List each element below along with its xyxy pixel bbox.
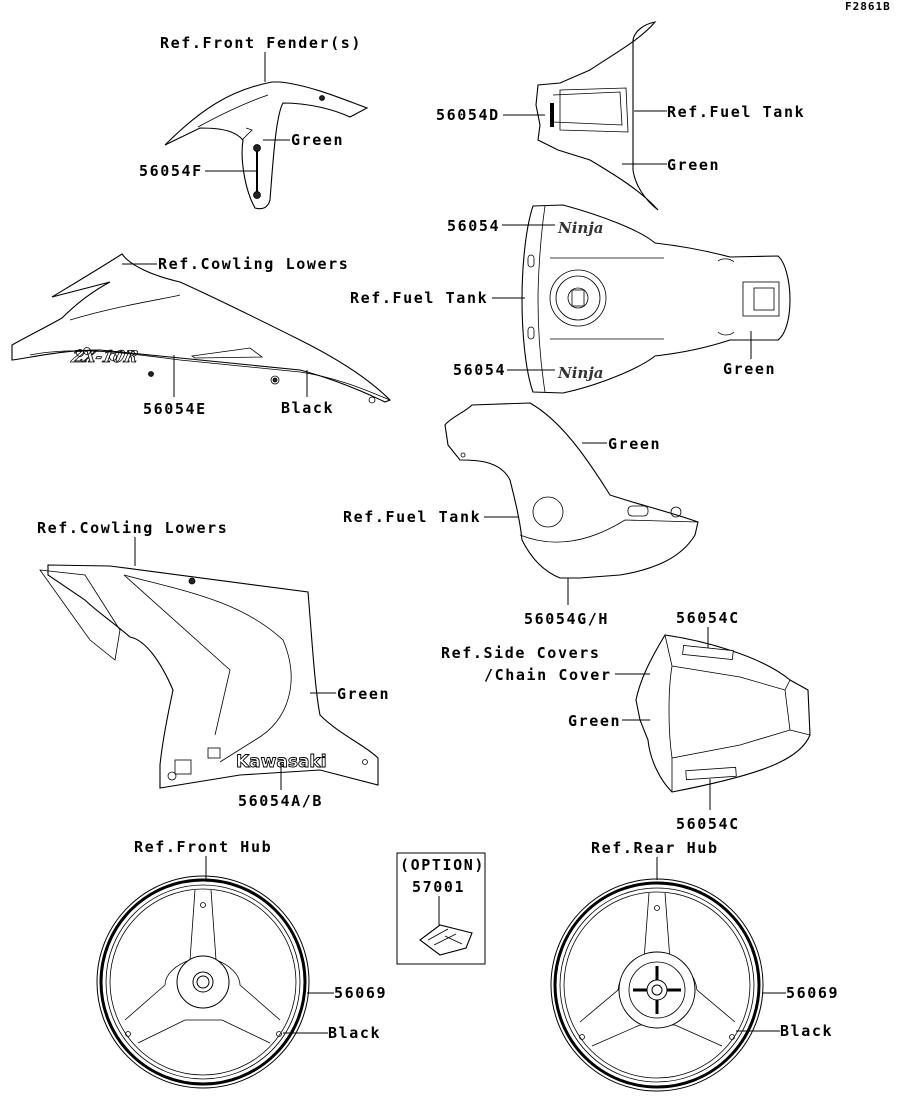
side-covers-group: 56054C Ref.Side Covers /Chain Cover Gree… bbox=[441, 609, 811, 833]
front-fender-ref-label: Ref.Front Fender(s) bbox=[160, 34, 362, 52]
front-wheel-ref-label: Ref.Front Hub bbox=[134, 838, 272, 856]
rear-wheel-color-label: Black bbox=[780, 1022, 833, 1040]
front-fender-color-label: Green bbox=[291, 131, 344, 149]
upper-cowling-drawing: ZX-10R bbox=[11, 253, 391, 404]
lower-cowling-drawing: Kawasaki bbox=[39, 564, 379, 789]
fuel-tank-side-part-label: 56054G/H bbox=[524, 610, 609, 628]
fuel-tank-top-drawing: Ninja Ninja bbox=[521, 204, 791, 394]
fuel-tank-cover-color-label: Green bbox=[667, 156, 720, 174]
ninja-emblem-bottom: Ninja bbox=[557, 364, 603, 382]
fuel-tank-cover-part-label: 56054D bbox=[436, 106, 500, 124]
rear-wheel-group: Ref.Rear Hub 56069 Black bbox=[550, 839, 839, 1092]
front-fender-group: Ref.Front Fender(s) Green 56054F bbox=[139, 34, 369, 210]
front-wheel-part-label: 56069 bbox=[334, 984, 387, 1002]
fuel-tank-cover-drawing bbox=[535, 21, 659, 211]
option-title: (OPTION) bbox=[400, 856, 485, 874]
fuel-tank-side-ref-label: Ref.Fuel Tank bbox=[343, 508, 481, 526]
lower-cowling-color-label: Green bbox=[337, 685, 390, 703]
side-covers-ref-label-line2: /Chain Cover bbox=[484, 666, 612, 684]
side-covers-part-label-lower: 56054C bbox=[676, 815, 740, 833]
fuel-tank-top-part-label-lower: 56054 bbox=[453, 361, 506, 379]
fuel-tank-top-ref-label: Ref.Fuel Tank bbox=[350, 289, 488, 307]
fuel-tank-cover-group: 56054D Ref.Fuel Tank Green bbox=[436, 21, 805, 211]
option-part-label: 57001 bbox=[412, 878, 465, 896]
side-covers-drawing bbox=[635, 634, 811, 793]
rear-wheel-part-label: 56069 bbox=[786, 984, 839, 1002]
side-covers-ref-label-line1: Ref.Side Covers bbox=[441, 644, 600, 662]
ninja-emblem-top: Ninja bbox=[557, 219, 603, 237]
lower-cowling-ref-label: Ref.Cowling Lowers bbox=[37, 519, 228, 537]
rear-wheel-ref-label: Ref.Rear Hub bbox=[591, 839, 719, 857]
front-wheel-drawing bbox=[96, 875, 310, 1089]
upper-cowling-part-label: 56054E bbox=[143, 400, 207, 418]
lower-cowling-group: Kawasaki Ref.Cowling Lowers Green 56054A… bbox=[37, 519, 390, 810]
upper-cowling-color-label: Black bbox=[281, 399, 334, 417]
fuel-tank-side-group: Green Ref.Fuel Tank 56054G/H bbox=[343, 402, 699, 628]
front-wheel-color-label: Black bbox=[328, 1024, 381, 1042]
fuel-tank-top-color-label: Green bbox=[723, 360, 776, 378]
side-covers-color-label: Green bbox=[568, 712, 621, 730]
fuel-tank-cover-ref-label: Ref.Fuel Tank bbox=[667, 103, 805, 121]
upper-cowling-group: ZX-10R Ref.Cowling Lowers 56054E Black bbox=[11, 253, 391, 418]
zx10r-emblem: ZX-10R bbox=[69, 347, 140, 366]
rear-wheel-drawing bbox=[550, 878, 764, 1092]
option-part-drawing bbox=[419, 924, 473, 956]
figure-id: F2861B bbox=[845, 0, 891, 13]
front-fender-part-label: 56054F bbox=[139, 162, 203, 180]
fuel-tank-side-drawing bbox=[444, 402, 699, 579]
lower-cowling-part-label: 56054A/B bbox=[238, 792, 323, 810]
front-fender-drawing bbox=[164, 81, 369, 210]
fuel-tank-top-group: Ninja Ninja 56054 Ref.Fuel Tank 56054 Gr… bbox=[350, 204, 791, 394]
fuel-tank-side-color-label: Green bbox=[608, 435, 661, 453]
front-wheel-group: Ref.Front Hub 56069 Black bbox=[96, 838, 387, 1089]
side-covers-part-label-upper: 56054C bbox=[676, 609, 740, 627]
fuel-tank-top-part-label-upper: 56054 bbox=[447, 217, 500, 235]
upper-cowling-ref-label: Ref.Cowling Lowers bbox=[158, 255, 349, 273]
option-box: (OPTION) 57001 bbox=[396, 852, 486, 965]
